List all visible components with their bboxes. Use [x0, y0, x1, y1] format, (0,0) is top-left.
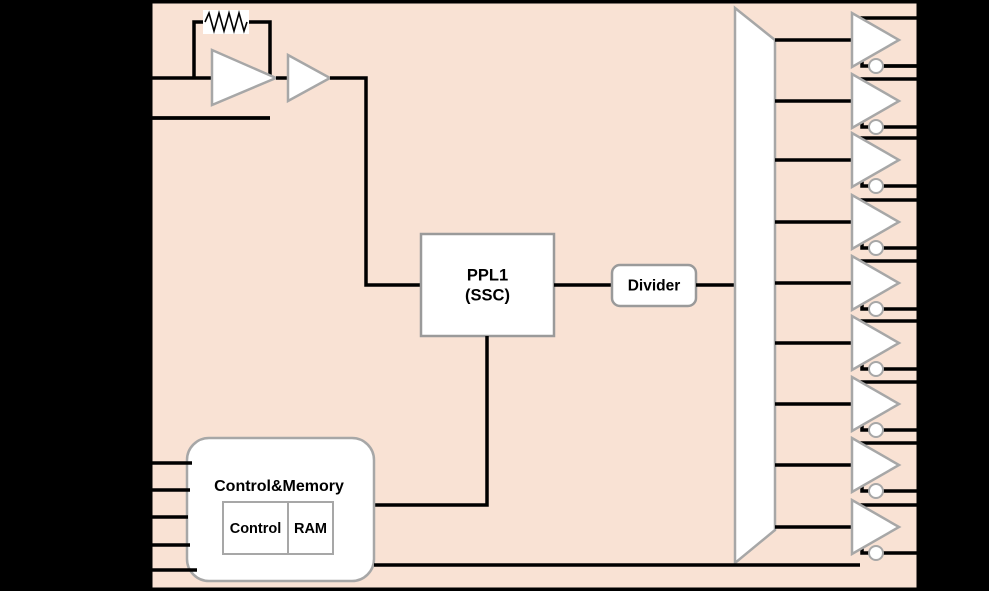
xtal-output-buffer-triangle: [286, 52, 333, 104]
resistor-icon: [204, 10, 248, 34]
xtal-inverting-amp: [210, 48, 280, 107]
output-buffer-3[interactable]: [850, 130, 918, 194]
xtal-output-buffer-amp: [276, 52, 333, 104]
output-buffer-9-triangle[interactable]: [850, 497, 902, 557]
crystal-oscillator-network: [148, 10, 272, 120]
ram-cell-label: RAM: [294, 521, 327, 537]
control-memory-block[interactable]: Control&Memory Control RAM: [185, 436, 376, 583]
divider-block[interactable]: Divider: [610, 263, 698, 308]
osc-to-pll-wire: [330, 76, 421, 287]
control-cell-rect[interactable]: [222, 501, 289, 555]
output-buffer-1-inverting-bubble: [868, 58, 884, 74]
output-buffer-9[interactable]: [850, 497, 918, 561]
pll1-label-line2: (SSC): [465, 286, 510, 304]
output-buffer-3-inverting-bubble: [868, 178, 884, 194]
output-buffer-7-triangle[interactable]: [850, 374, 902, 434]
output-buffer-8-triangle[interactable]: [850, 435, 902, 495]
control-cell-label: Control: [230, 521, 282, 537]
output-buffer-5-inverting-bubble: [868, 301, 884, 317]
output-buffer-9-inverting-bubble: [868, 545, 884, 561]
fanout-output-wires: [775, 38, 852, 529]
feedback-wire-right: [249, 20, 272, 78]
output-buffer-7[interactable]: [850, 374, 918, 438]
xtal-inverting-amp-triangle: [210, 48, 280, 107]
output-buffer-2[interactable]: [850, 71, 918, 135]
output-buffer-1[interactable]: [850, 10, 918, 74]
feedback-wire-left: [192, 20, 203, 78]
output-buffer-4-inverting-bubble: [868, 240, 884, 256]
left-edge-pins-bottom: [148, 461, 197, 572]
output-buffer-3-triangle[interactable]: [850, 130, 902, 190]
ram-cell-rect[interactable]: [287, 501, 334, 555]
output-buffer-4-triangle[interactable]: [850, 192, 902, 252]
control-memory-label: Control&Memory: [214, 478, 344, 495]
output-buffer-6-inverting-bubble: [868, 361, 884, 377]
output-buffer-2-inverting-bubble: [868, 119, 884, 135]
output-buffer-6-triangle[interactable]: [850, 313, 902, 373]
output-buffer-5-triangle[interactable]: [850, 253, 902, 313]
pll1-block-rect[interactable]: [419, 232, 556, 338]
pll-to-control-wire: [374, 336, 489, 507]
pll1-block[interactable]: PPL1 (SSC): [419, 232, 556, 338]
pll1-label-line1: PPL1: [467, 266, 508, 284]
output-buffer-7-inverting-bubble: [868, 422, 884, 438]
output-buffer-1-triangle[interactable]: [850, 10, 902, 70]
output-buffer-5[interactable]: [850, 253, 918, 317]
divider-label: Divider: [628, 278, 681, 295]
output-buffer-6[interactable]: [850, 313, 918, 377]
output-buffer-8-inverting-bubble: [868, 483, 884, 499]
output-buffer-4[interactable]: [850, 192, 918, 256]
fanout-buffer-trapezoid[interactable]: [733, 5, 777, 566]
output-buffer-8[interactable]: [850, 435, 918, 499]
output-buffer-2-triangle[interactable]: [850, 71, 902, 131]
